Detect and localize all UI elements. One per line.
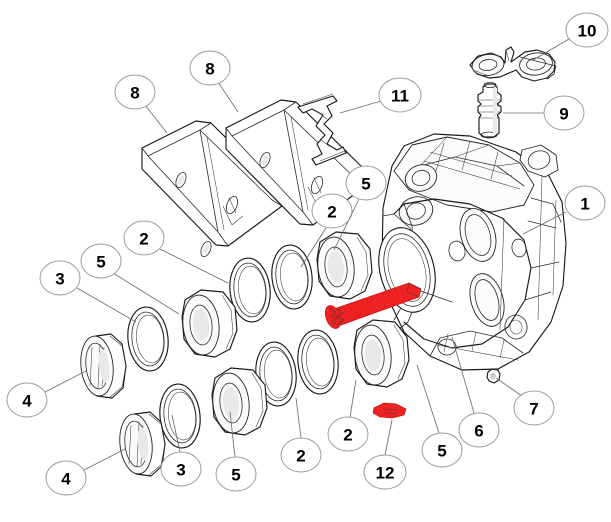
callout-balloon[interactable]: 4 (45, 448, 126, 496)
callout-circle[interactable] (160, 451, 202, 487)
callout-circle[interactable] (345, 165, 387, 201)
part-guide-pin (417, 289, 453, 303)
callout-circle[interactable] (513, 390, 555, 426)
callout-balloon[interactable]: 2 (327, 379, 369, 452)
callout-leader-line (495, 377, 523, 397)
callout-leader-line (295, 397, 302, 439)
callout-leader-line (333, 198, 360, 251)
part-brake-pad-rear (141, 120, 283, 258)
part-boot-retainer-upper (80, 333, 127, 399)
callout-leader-line (217, 81, 239, 113)
callout-circle[interactable] (564, 185, 606, 221)
highlighted-shim (372, 402, 407, 419)
callout-leader-line (112, 272, 180, 315)
callout-leader-line (339, 100, 382, 114)
part-seal-ring-upper-mid (271, 244, 313, 310)
callout-leader-line (451, 336, 475, 414)
callout-leader-line (144, 104, 168, 134)
callout-leader-line (416, 364, 440, 434)
callout-leader-line (159, 248, 229, 284)
callout-balloon[interactable]: 11 (339, 77, 422, 114)
callout-circle[interactable] (123, 220, 165, 256)
part-dust-seal-lower (159, 383, 201, 449)
callout-balloon[interactable]: 10 (532, 12, 609, 61)
callout-leader-line (229, 411, 236, 458)
callout-leader-line (384, 419, 393, 456)
part-caliper-body (378, 133, 567, 371)
part-dust-seal-upper (127, 306, 169, 372)
part-plug-cap (486, 368, 501, 384)
callout-leader-line (522, 211, 567, 235)
callout-balloon[interactable]: 2 (280, 397, 322, 473)
callout-leader-line (349, 379, 357, 418)
part-anti-rattle-spring (297, 93, 348, 166)
callout-balloon[interactable]: 5 (80, 243, 180, 315)
callout-leader-line (76, 287, 137, 323)
callout-balloon[interactable]: 8 (114, 74, 168, 134)
callout-circle[interactable] (458, 412, 500, 448)
callout-circle[interactable] (327, 416, 369, 452)
highlighted-rod (324, 282, 422, 329)
part-piston-lower-right (353, 319, 410, 388)
part-boot-retainer-lower (119, 411, 166, 477)
callout-circle[interactable] (363, 454, 407, 490)
callout-circle[interactable] (311, 193, 353, 229)
callout-balloon[interactable]: 8 (189, 50, 239, 113)
part-retainer-bridge (469, 46, 557, 82)
callout-balloon[interactable]: 5 (416, 364, 463, 468)
part-seal-ring-lower-mid (297, 329, 339, 395)
callout-leader-line (300, 227, 327, 268)
callout-circle[interactable] (280, 437, 322, 473)
callout-circle[interactable] (189, 50, 231, 86)
callout-circle[interactable] (565, 12, 609, 48)
part-piston-lower-left (211, 367, 268, 436)
callout-leader-line (171, 414, 181, 453)
callout-leader-line (532, 38, 570, 61)
callout-circle[interactable] (45, 460, 87, 496)
callout-circle[interactable] (543, 95, 585, 131)
callout-balloon[interactable]: 12 (363, 419, 407, 490)
part-piston-upper-right (316, 231, 373, 300)
callout-balloon[interactable]: 9 (503, 95, 585, 131)
callout-balloon[interactable]: 4 (6, 370, 87, 418)
callout-circle[interactable] (80, 243, 122, 279)
callout-circle[interactable] (6, 382, 48, 418)
callout-circle[interactable] (39, 260, 81, 296)
callout-circle[interactable] (215, 456, 257, 492)
part-bleeder-screw (477, 82, 502, 139)
callout-circle[interactable] (421, 432, 463, 468)
callout-leader-line (44, 370, 87, 393)
callout-circle[interactable] (114, 74, 156, 110)
callout-leader-line (83, 448, 126, 471)
callout-circle[interactable] (378, 77, 422, 113)
part-piston-upper-left (181, 289, 238, 358)
callout-balloon[interactable]: 7 (495, 377, 555, 426)
part-seal-ring-upper-left (229, 257, 271, 323)
